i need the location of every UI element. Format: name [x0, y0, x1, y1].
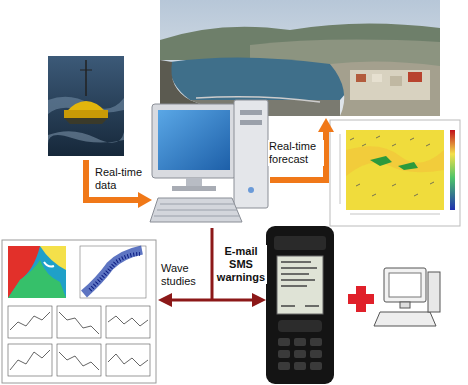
- computer-icon: [374, 268, 440, 326]
- buoy-photo: [48, 56, 124, 156]
- arrowhead: [138, 192, 152, 208]
- harbour-photo: [160, 0, 440, 116]
- computer-icon: [150, 100, 268, 222]
- arrow-label: Real-time data: [94, 166, 148, 192]
- arrow-label: E-mail SMS warnings: [215, 245, 267, 284]
- plus-sign: [348, 286, 374, 312]
- forecast-map: [330, 120, 460, 226]
- mobile-phone: [266, 226, 334, 384]
- wave-studies-plots: [2, 240, 156, 383]
- arrow-label: Wave studies: [160, 262, 210, 288]
- arrowhead: [252, 293, 266, 307]
- arrow-label: Real-time forecast: [268, 140, 324, 166]
- arrowhead: [158, 293, 172, 307]
- arrowhead: [318, 118, 334, 132]
